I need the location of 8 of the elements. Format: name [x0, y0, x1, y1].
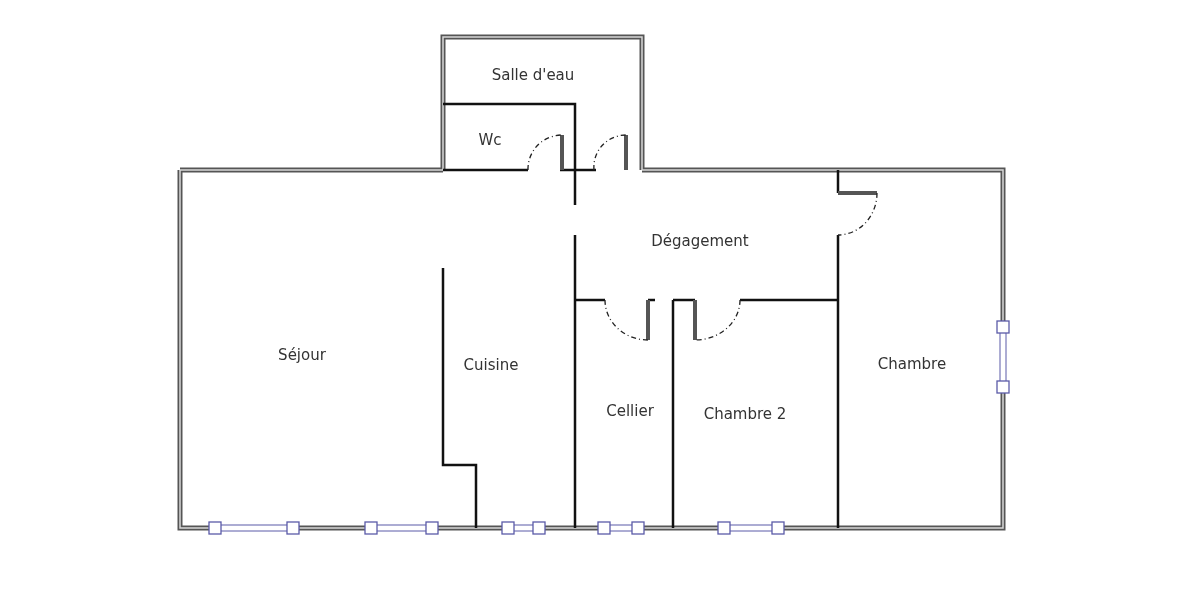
room-label: Chambre 2 — [703, 405, 787, 423]
room-label: Salle d'eau — [491, 66, 575, 84]
room-label: Wc — [478, 131, 502, 149]
room-label: Chambre — [877, 355, 947, 373]
room-label: Dégagement — [651, 232, 749, 250]
room-label: Cuisine — [463, 356, 519, 374]
room-label: Cellier — [606, 402, 654, 420]
room-label: Séjour — [278, 346, 326, 364]
